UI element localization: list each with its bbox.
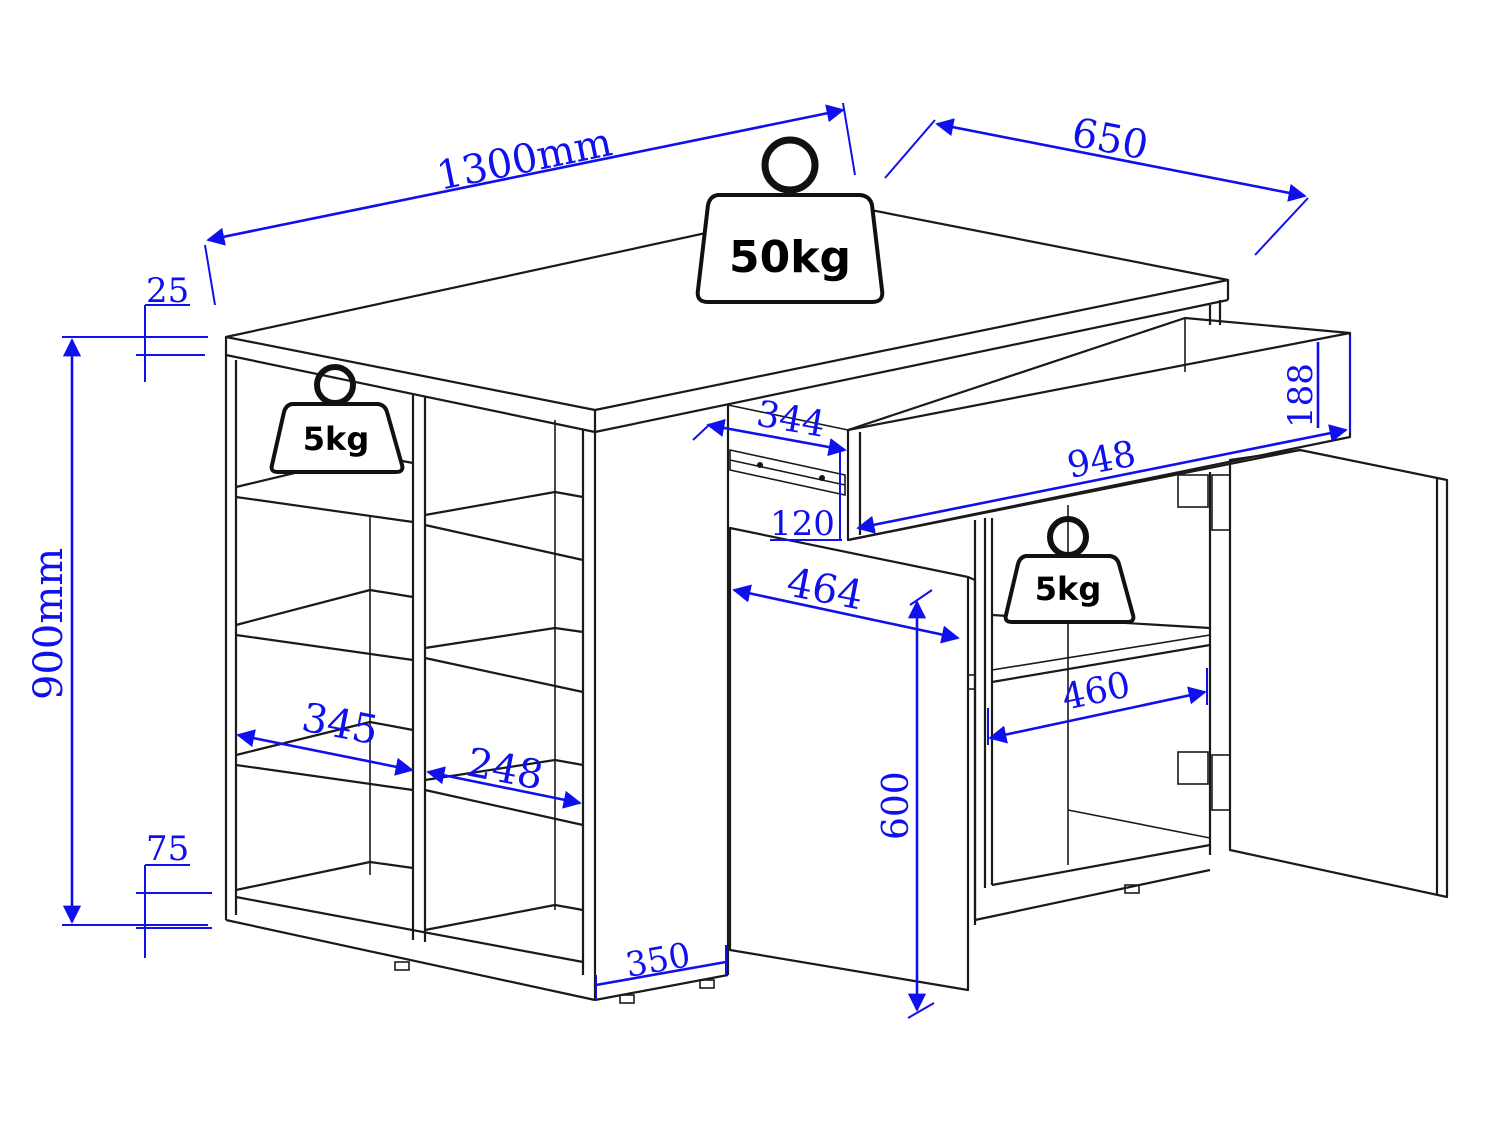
- dimension-drawer-slide: 120: [770, 452, 842, 544]
- drawer-width-label: 948: [1064, 433, 1139, 486]
- weight-cabinet-label: 5kg: [1035, 570, 1101, 608]
- height-label: 900mm: [26, 548, 72, 700]
- dimension-drawer-depth: 344: [692, 393, 847, 457]
- drawer: [846, 300, 1352, 542]
- table-top: [224, 202, 1230, 434]
- dimension-shelf-width-a: 345: [236, 695, 414, 776]
- plinth-label: 75: [146, 829, 189, 869]
- weight-icon-top: 50kg: [695, 136, 885, 304]
- drawer-slide-label: 120: [770, 504, 835, 544]
- door-width-label: 464: [783, 560, 867, 620]
- weight-top-label: 50kg: [729, 232, 851, 283]
- dimension-top-thickness: 25: [136, 271, 205, 382]
- drawer-height-label: 188: [1281, 363, 1321, 428]
- door-height-label: 600: [876, 771, 917, 840]
- side-depth-label: 350: [623, 935, 694, 986]
- weight-icon-cabinet: 5kg: [1003, 516, 1136, 624]
- dimension-drawer-height: 188: [1281, 336, 1351, 432]
- dimension-drawer-width: 948: [856, 424, 1348, 534]
- weight-icon-shelf: 5kg: [269, 364, 405, 474]
- depth-label: 650: [1068, 110, 1152, 170]
- dimension-side-depth: 350: [595, 935, 727, 1000]
- dimension-depth: 650: [884, 110, 1309, 256]
- top-thickness-label: 25: [146, 271, 189, 311]
- center-cabinet: [594, 404, 849, 1002]
- shelf-width-b-label: 248: [463, 740, 547, 800]
- drawer-depth-label: 344: [753, 393, 828, 445]
- dimension-plinth: 75: [136, 829, 212, 958]
- dimension-door-height: 600: [876, 589, 935, 1019]
- dimension-height: 900mm: [26, 336, 208, 926]
- width-label: 1300mm: [433, 119, 616, 199]
- dimension-door-width: 464: [732, 560, 960, 644]
- weight-shelf-label: 5kg: [303, 420, 369, 458]
- open-shelf-unit: [224, 355, 715, 1004]
- dimension-shelf-width-b: 248: [426, 740, 582, 809]
